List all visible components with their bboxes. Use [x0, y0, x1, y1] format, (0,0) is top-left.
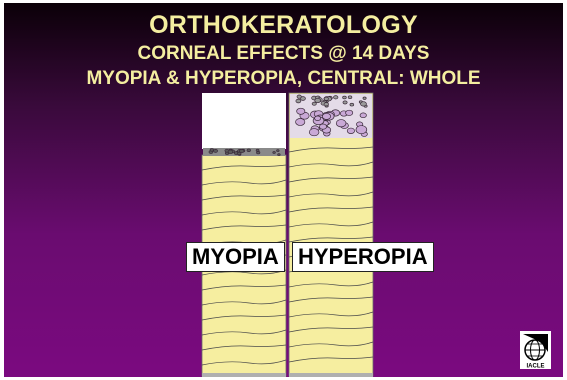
epithelial-cell	[297, 95, 301, 98]
epithelial-cell	[360, 113, 366, 118]
epithelial-cell	[210, 149, 213, 152]
epithelial-cell	[361, 102, 367, 106]
myopia-endothelium	[202, 373, 286, 377]
epithelial-cell	[346, 110, 353, 115]
epithelial-cell	[347, 128, 354, 134]
hyperopia-endothelium	[289, 373, 373, 377]
iacle-globe-logo-icon: IACLE	[519, 330, 552, 370]
epithelial-cell	[273, 152, 276, 154]
epithelial-cell	[343, 101, 347, 104]
epithelial-cell	[319, 124, 326, 129]
logo-text: IACLE	[527, 364, 545, 370]
epithelial-cell	[315, 98, 321, 102]
epithelial-cell	[343, 96, 347, 99]
epithelial-cell	[333, 96, 337, 99]
epithelial-cell	[214, 149, 218, 152]
myopia-white-gap	[202, 93, 286, 149]
myopia-label: MYOPIA	[186, 242, 285, 272]
slide: ORTHOKERATOLOGY CORNEAL EFFECTS @ 14 DAY…	[4, 3, 563, 377]
epithelial-cell	[348, 96, 352, 99]
epithelial-cell	[350, 103, 354, 106]
epithelial-cell	[356, 126, 367, 134]
epithelial-cell	[257, 151, 260, 154]
hyperopia-cornea-column	[289, 93, 373, 377]
epithelial-cell	[247, 149, 251, 152]
epithelial-cell	[324, 103, 328, 106]
epithelial-cell	[256, 149, 259, 151]
epithelial-cell	[363, 97, 366, 99]
epithelial-cell	[278, 154, 281, 156]
epithelial-cell	[322, 113, 330, 119]
epithelial-cell	[324, 97, 328, 100]
epithelial-cell	[336, 120, 346, 127]
epithelial-cell	[237, 152, 241, 155]
corneal-section-diagram	[4, 3, 563, 377]
epithelial-cell	[297, 108, 305, 114]
epithelial-cell	[309, 129, 319, 136]
epithelial-cell	[315, 116, 321, 121]
epithelial-cell	[277, 150, 280, 152]
epithelial-cell	[296, 118, 305, 125]
epithelial-cell	[296, 99, 301, 103]
hyperopia-label: HYPEROPIA	[292, 242, 434, 272]
myopia-cornea-column	[202, 93, 286, 377]
epithelial-cell	[228, 150, 233, 154]
